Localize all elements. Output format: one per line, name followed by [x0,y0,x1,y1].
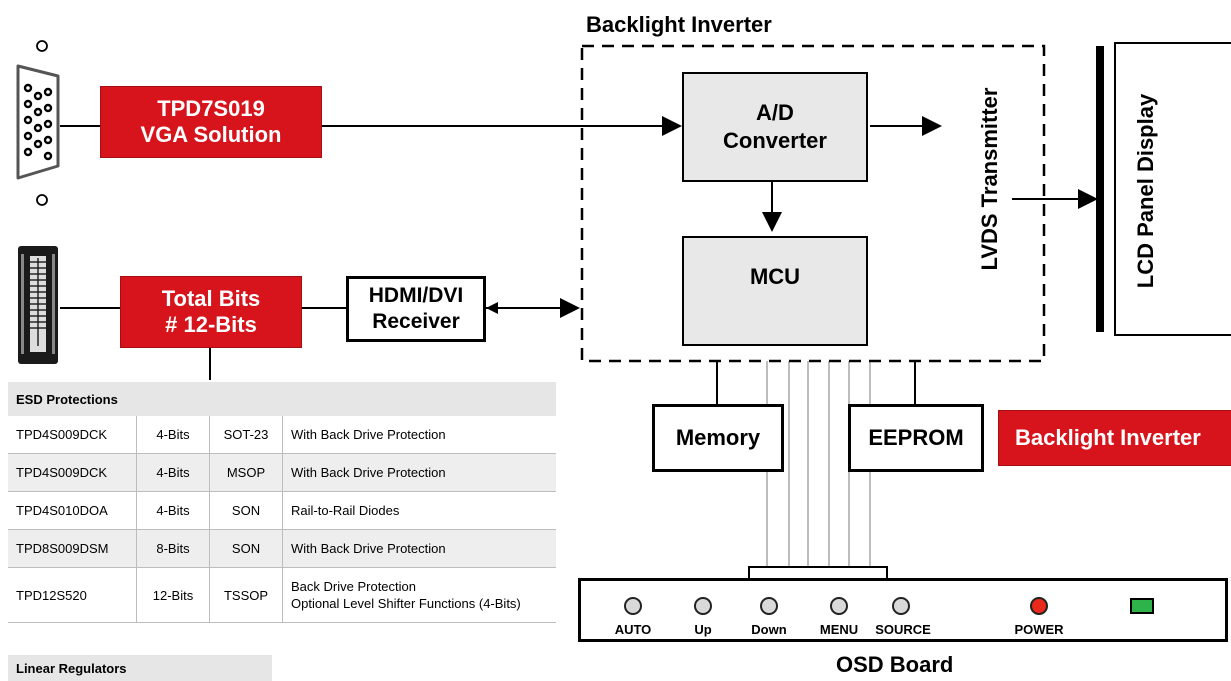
bits-cell: 4-Bits [136,416,210,454]
desc-cell: With Back Drive Protection [282,416,556,454]
package-cell: MSOP [209,453,283,492]
linear-regulators-header: Linear Regulators [8,655,272,681]
menu-label: MENU [819,622,859,637]
mcu-block: MCU [682,236,868,346]
desc-line1: Back Drive Protection [291,579,416,594]
table-row: TPD4S009DCK 4-Bits MSOP With Back Drive … [8,453,556,492]
backlight-inverter-badge: Backlight Inverter [998,410,1231,466]
desc-cell: Back Drive Protection Optional Level Shi… [282,567,556,623]
eeprom-block: EEPROM [848,404,984,472]
part-cell: TPD8S009DSM [8,529,137,568]
memory-label: Memory [675,425,761,450]
package-cell: SOT-23 [209,416,283,454]
ad-converter-block: A/D Converter [682,72,868,182]
mcu-label: MCU [749,264,801,289]
backlight-inverter-title: Backlight Inverter [586,12,772,37]
bits-cell: 12-Bits [136,567,210,623]
vga-solution-line2: VGA Solution [140,122,282,147]
power-button[interactable] [1030,597,1048,615]
package-cell: SON [209,529,283,568]
power-led-icon [1130,598,1154,614]
desc-cell: With Back Drive Protection [282,529,556,568]
table-row: TPD4S010DOA 4-Bits SON Rail-to-Rail Diod… [8,491,556,530]
menu-button[interactable] [830,597,848,615]
total-bits-line1: Total Bits [161,286,261,311]
osd-board-title: OSD Board [836,652,954,677]
table-row: TPD8S009DSM 8-Bits SON With Back Drive P… [8,529,556,568]
auto-button[interactable] [624,597,642,615]
table-header-row: ESD Protections [8,382,556,416]
dvi-connector-icon [18,246,58,364]
down-button[interactable] [760,597,778,615]
total-bits-box: Total Bits # 12-Bits [120,276,302,348]
eeprom-label: EEPROM [868,425,964,450]
part-cell: TPD12S520 [8,567,137,623]
part-cell: TPD4S009DCK [8,416,137,454]
bits-cell: 8-Bits [136,529,210,568]
desc-line2: Optional Level Shifter Functions (4-Bits… [291,596,521,611]
ad-converter-line1: A/D [756,100,794,125]
auto-label: AUTO [614,622,652,637]
lvds-transmitter-label: LVDS Transmitter [970,60,1010,298]
bits-cell: 4-Bits [136,491,210,530]
package-cell: TSSOP [209,567,283,623]
lcd-panel-display-block: LCD Panel Display [1114,42,1231,336]
down-label: Down [751,622,787,637]
hdmi-dvi-receiver-block: HDMI/DVI Receiver [346,276,486,342]
linear-regulators-label: Linear Regulators [16,661,127,676]
vga-solution-box: TPD7S019 VGA Solution [100,86,322,158]
up-label: Up [694,622,712,637]
desc-cell: With Back Drive Protection [282,453,556,492]
total-bits-line2: # 12-Bits [165,312,257,337]
ad-converter-line2: Converter [723,128,827,153]
bits-cell: 4-Bits [136,453,210,492]
table-row: TPD4S009DCK 4-Bits SOT-23 With Back Driv… [8,416,556,454]
lvds-transmitter-text: LVDS Transmitter [977,87,1002,271]
up-button[interactable] [694,597,712,615]
power-label: POWER [1014,622,1064,637]
table-row: TPD12S520 12-Bits TSSOP Back Drive Prote… [8,567,556,623]
hdmi-receiver-line2: Receiver [372,310,460,333]
memory-block: Memory [652,404,784,472]
part-cell: TPD4S009DCK [8,453,137,492]
package-cell: SON [209,491,283,530]
source-label: SOURCE [875,622,931,637]
esd-table-title: ESD Protections [8,382,556,416]
part-cell: TPD4S010DOA [8,491,137,530]
hdmi-receiver-line1: HDMI/DVI [368,284,464,307]
lcd-panel-text: LCD Panel Display [1133,93,1158,289]
source-button[interactable] [892,597,910,615]
esd-protections-table: ESD Protections TPD4S009DCK 4-Bits SOT-2… [8,382,556,623]
backlight-inverter-badge-label: Backlight Inverter [1015,425,1201,450]
desc-cell: Rail-to-Rail Diodes [282,491,556,530]
vga-connector-icon [16,40,60,206]
vga-solution-line1: TPD7S019 [157,96,265,121]
